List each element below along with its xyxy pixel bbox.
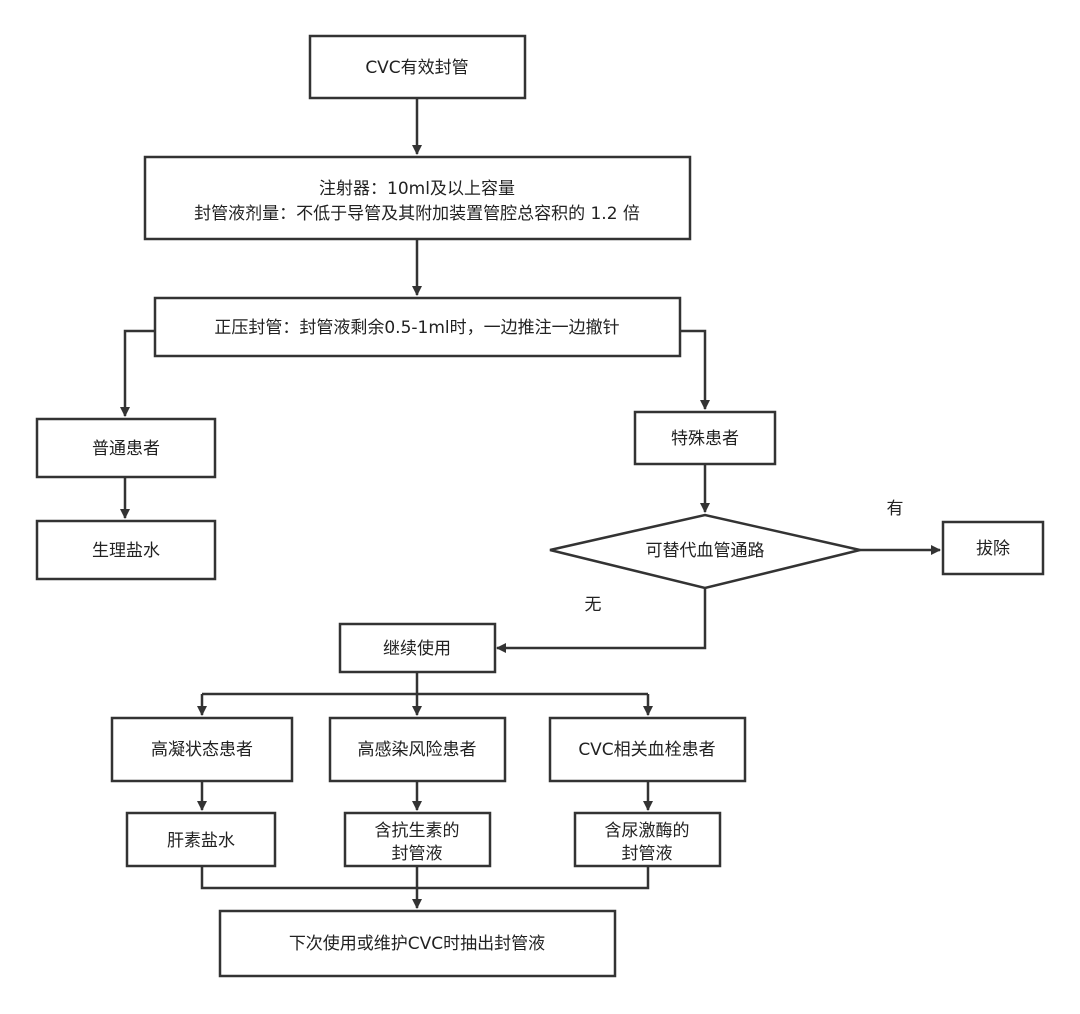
connectors: [120, 98, 941, 909]
node-normal-patient: 普通患者: [35, 417, 217, 479]
node-alt-access-label: 可替代血管通路: [646, 541, 765, 561]
node-withdraw-lock: 下次使用或维护CVC时抽出封管液: [218, 909, 617, 978]
edge-merge-bus: [200, 866, 650, 890]
node-remove-label: 拔除: [976, 539, 1010, 559]
node-cvc-thrombus: CVC相关血栓患者: [548, 716, 747, 783]
node-infection-risk: 高感染风险患者: [328, 716, 507, 783]
edge-pressure-to-normal: [120, 329, 155, 417]
node-withdraw-label: 下次使用或维护CVC时抽出封管液: [289, 933, 545, 954]
node-positive-pressure: 正压封管：封管液剩余0.5-1ml时，一边推注一边撤针: [153, 296, 682, 358]
node-antibiotic-line1: 含抗生素的: [375, 821, 460, 841]
node-hypercoag-label: 高凝状态患者: [151, 740, 253, 760]
node-saline: 生理盐水: [35, 519, 217, 581]
edge-pressure-to-special: [680, 329, 710, 410]
node-hypercoag: 高凝状态患者: [110, 716, 294, 783]
node-continue-use-label: 继续使用: [383, 638, 451, 659]
node-urokinase-line1: 含尿激酶的: [605, 821, 690, 841]
node-syringe-line2: 封管液剂量：不低于导管及其附加装置管腔总容积的 1.2 倍: [194, 204, 640, 224]
node-special-patient: 特殊患者: [633, 410, 777, 466]
node-alt-access-decision: 可替代血管通路: [549, 513, 861, 590]
node-cvc-thrombus-label: CVC相关血栓患者: [578, 740, 715, 760]
edge-decision-no: [496, 588, 707, 653]
node-antibiotic-lock: 含抗生素的 封管液: [343, 811, 492, 868]
node-heparin-saline: 肝素盐水: [125, 811, 277, 868]
node-urokinase-line2: 封管液: [622, 844, 673, 864]
node-cvc-seal-label: CVC有效封管: [365, 58, 468, 78]
node-normal-patient-label: 普通患者: [92, 439, 160, 459]
node-continue-use: 继续使用: [338, 622, 497, 674]
node-syringe-line1: 注射器：10ml及以上容量: [319, 179, 515, 199]
node-syringe: 注射器：10ml及以上容量 封管液剂量：不低于导管及其附加装置管腔总容积的 1.…: [143, 155, 692, 241]
node-urokinase-lock: 含尿激酶的 封管液: [573, 811, 722, 868]
node-cvc-seal: CVC有效封管: [308, 34, 527, 100]
node-antibiotic-line2: 封管液: [392, 844, 443, 864]
node-infection-risk-label: 高感染风险患者: [358, 740, 477, 760]
node-heparin-saline-label: 肝素盐水: [167, 831, 235, 851]
edge-label-yes: 有: [887, 499, 904, 519]
edge-label-no: 无: [585, 595, 602, 615]
node-positive-pressure-label: 正压封管：封管液剩余0.5-1ml时，一边推注一边撤针: [214, 318, 619, 338]
node-special-patient-label: 特殊患者: [671, 429, 739, 449]
node-saline-label: 生理盐水: [92, 541, 160, 561]
node-remove: 拔除: [941, 520, 1045, 576]
